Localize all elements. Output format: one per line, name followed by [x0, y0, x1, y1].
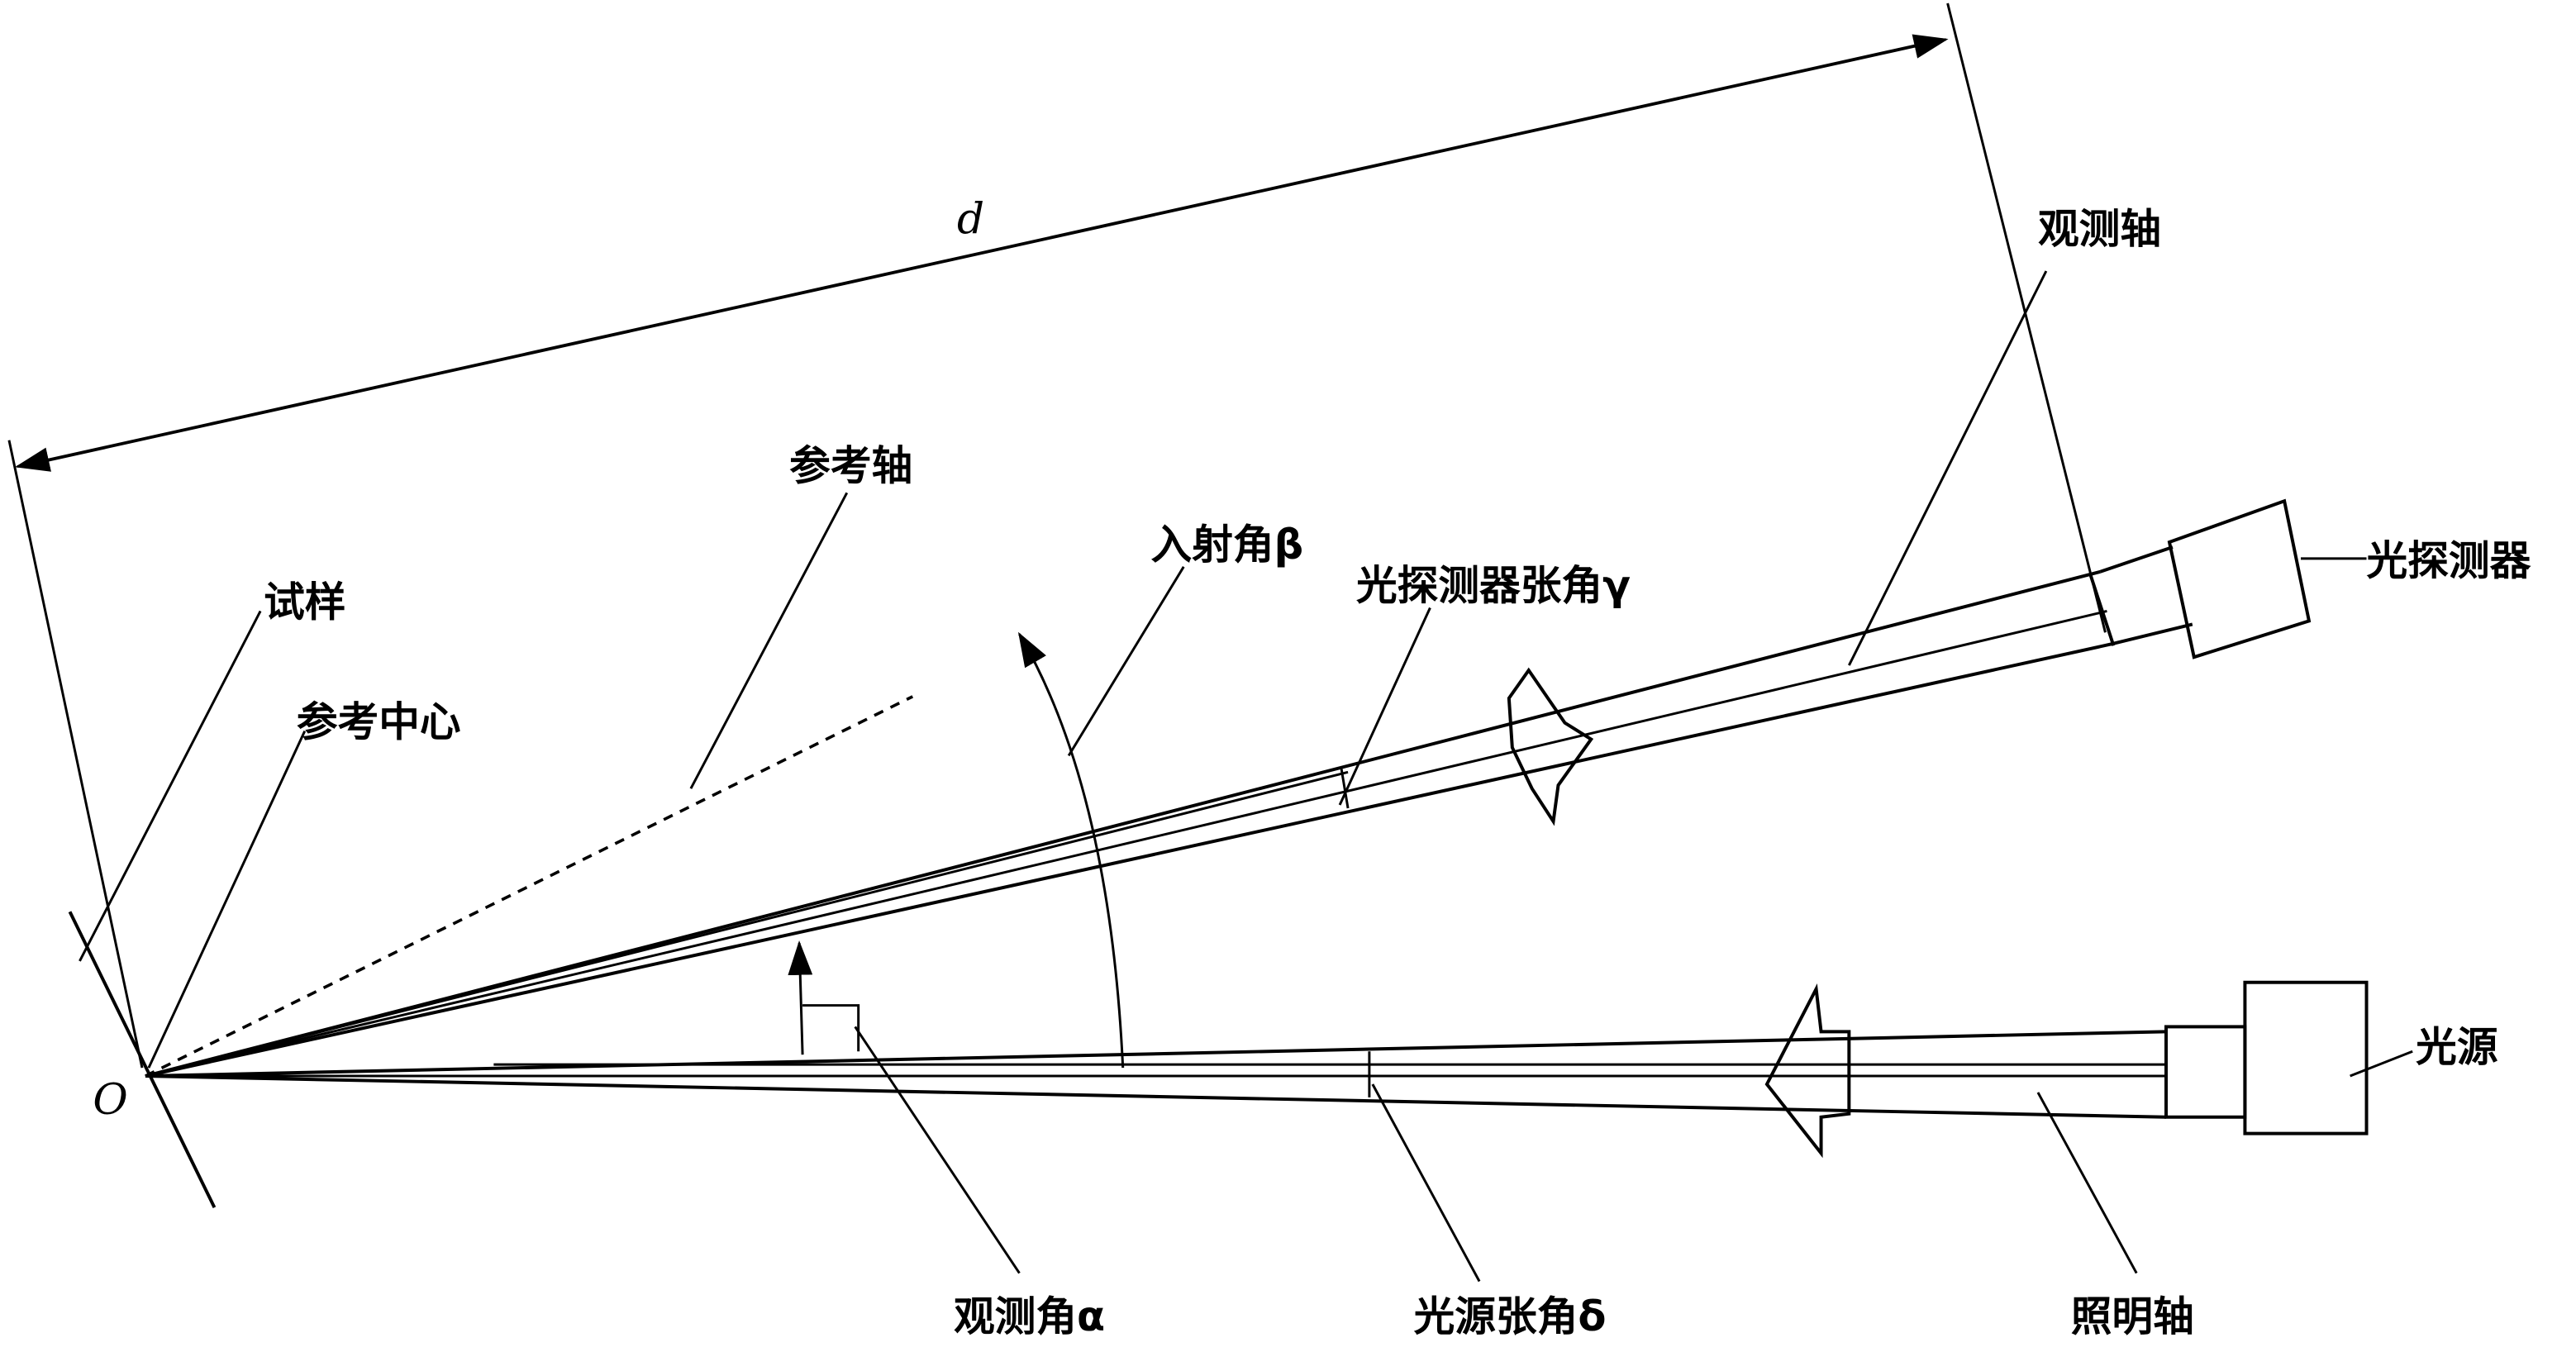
origin-label: O: [93, 1075, 127, 1125]
distance-label: d: [957, 194, 984, 244]
sample-surface: [68, 911, 217, 1208]
reference-center-label: 参考中心: [297, 698, 461, 746]
left-extension-line: [7, 440, 144, 1069]
source-label: 光源: [2416, 1023, 2498, 1071]
reference-axis-label: 参考轴: [789, 441, 912, 489]
detector-direction-arrow: [1507, 667, 1594, 826]
illumination-axis-label: 照明轴: [2071, 1292, 2194, 1340]
detector-label: 光探测器: [2367, 537, 2531, 585]
source-angle-label: 光源张角δ: [1414, 1292, 1607, 1340]
detector-box: [2167, 498, 2312, 659]
detector-angle-label: 光探测器张角γ: [1356, 562, 1631, 610]
sample-label: 试样: [264, 578, 345, 626]
reference-axis: [145, 695, 914, 1078]
observation-angle-label: 观测角α: [954, 1292, 1105, 1340]
incidence-angle-label: 入射角β: [1151, 521, 1304, 569]
right-extension-line: [1946, 2, 2107, 633]
distance-dimension: d: [7, 2, 2107, 1069]
source-tube: [2164, 1025, 2247, 1119]
observation-axis-label: 观测轴: [2038, 205, 2161, 253]
source-box: [2243, 980, 2369, 1135]
illumination-beam: [145, 1030, 2167, 1119]
leader-lines: [79, 270, 2413, 1283]
observation-beam: [145, 545, 2193, 1078]
incidence-angle-arc: [1017, 631, 1125, 1069]
source-direction-arrow: [1764, 983, 1851, 1159]
observation-angle-arc: [788, 940, 813, 1055]
